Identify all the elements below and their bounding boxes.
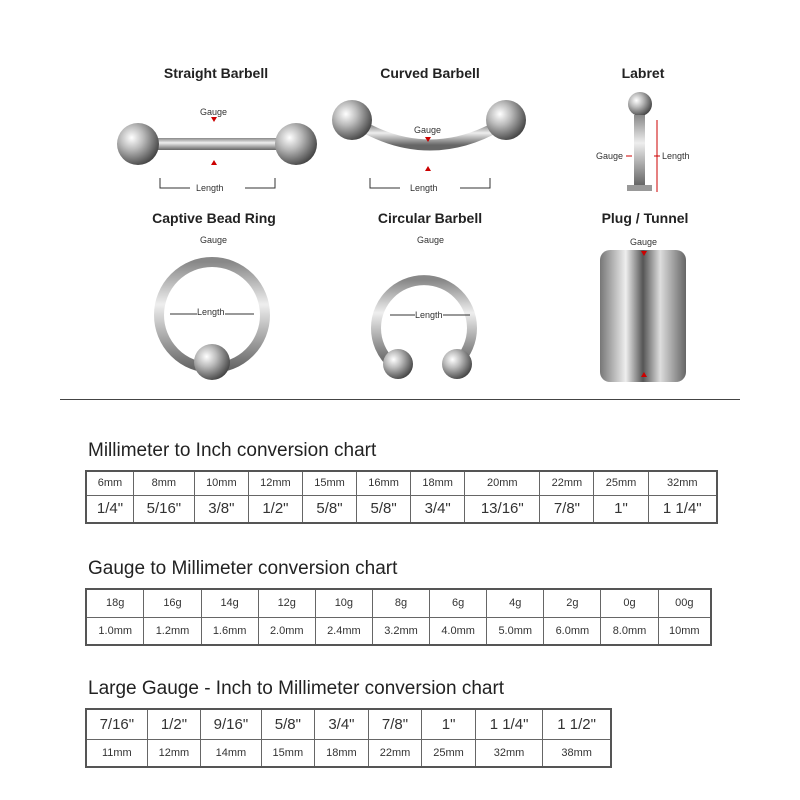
straight-barbell-image [117,117,317,189]
table-cell: 1/4" [85,494,134,524]
diagram-title-labret: Labret [621,65,665,81]
diagram-title-circular-barbell: Circular Barbell [377,210,483,226]
table-cell: 18mm [410,470,466,496]
circular-barbell-image [371,275,477,379]
mm-to-inch-title: Millimeter to Inch conversion chart [88,440,377,461]
jewelry-diagrams [117,92,686,382]
plug-tunnel-image [600,250,686,382]
table-cell: 22mm [539,470,595,496]
table-cell: 5.0mm [486,616,545,646]
table-cell: 16mm [356,470,412,496]
gauge-label: Gauge [200,107,228,117]
table-cell: 1.0mm [85,616,145,646]
table-cell: 32mm [647,470,718,496]
gauge-label: Gauge [417,235,445,245]
table-cell: 1.6mm [200,616,259,646]
large-gauge-table: 7/16"1/2"9/16"5/8"3/4"7/8"1"1 1/4"1 1/2"… [85,708,612,768]
table-cell: 12g [257,588,316,618]
large-gauge-title: Large Gauge - Inch to Millimeter convers… [88,678,505,699]
table-cell: 5/8" [301,494,358,524]
table-cell: 9/16" [200,708,262,740]
table-cell: 1/2" [146,708,202,740]
length-label: Length [196,183,224,193]
table-cell: 7/8" [367,708,423,740]
table-cell: 4g [486,588,545,618]
gauge-label: Gauge [630,237,658,247]
table-cell: 3/4" [410,494,466,524]
table-cell: 7/16" [85,708,148,740]
diagram-title-plug-tunnel: Plug / Tunnel [601,210,689,226]
gauge-to-mm-title: Gauge to Millimeter conversion chart [88,558,398,579]
table-cell: 2.4mm [314,616,373,646]
table-cell: 3/8" [193,494,249,524]
table-cell: 10mm [193,470,249,496]
table-cell: 25mm [421,738,476,768]
diagram-title-straight-barbell: Straight Barbell [163,65,269,81]
table-cell: 5/16" [132,494,195,524]
table-cell: 25mm [593,470,649,496]
table-cell: 6.0mm [543,616,602,646]
table-cell: 3/4" [314,708,369,740]
table-cell: 1 1/2" [542,708,612,740]
diagram-title-captive-bead-ring: Captive Bead Ring [152,210,276,226]
table-cell: 5/8" [356,494,412,524]
table-cell: 13/16" [464,494,541,524]
table-cell: 6g [429,588,488,618]
table-cell: 14mm [200,738,262,768]
table-cell: 18g [85,588,145,618]
table-cell: 4.0mm [429,616,488,646]
table-cell: 1 1/4" [474,708,544,740]
table-cell: 1.2mm [143,616,202,646]
table-cell: 22mm [367,738,423,768]
table-row: 7/16"1/2"9/16"5/8"3/4"7/8"1"1 1/4"1 1/2" [85,708,612,740]
table-cell: 14g [200,588,259,618]
table-cell: 2g [543,588,602,618]
table-cell: 11mm [85,738,148,768]
gauge-label: Gauge [200,235,228,245]
table-cell: 20mm [464,470,541,496]
table-cell: 12mm [247,470,303,496]
table-cell: 1/2" [247,494,303,524]
table-cell: 12mm [146,738,202,768]
length-label: Length [197,307,225,317]
table-cell: 1 1/4" [647,494,718,524]
table-cell: 15mm [301,470,358,496]
table-cell: 1" [421,708,476,740]
table-cell: 8mm [132,470,195,496]
table-cell: 5/8" [260,708,316,740]
table-cell: 8.0mm [600,616,659,646]
diagram-title-curved-barbell: Curved Barbell [380,65,480,81]
table-cell: 2.0mm [257,616,316,646]
table-cell: 3.2mm [371,616,431,646]
captive-bead-ring-image [154,257,270,380]
table-cell: 7/8" [539,494,595,524]
table-cell: 10g [314,588,373,618]
table-cell: 1" [593,494,649,524]
table-row: 1/4"5/16"3/8"1/2"5/8"5/8"3/4"13/16"7/8"1… [85,494,718,524]
gauge-label: Gauge [414,125,442,135]
length-label: Length [410,183,438,193]
section-divider [60,399,740,400]
table-cell: 8g [371,588,431,618]
gauge-label: Gauge [596,151,624,161]
table-cell: 38mm [542,738,612,768]
table-cell: 10mm [657,616,712,646]
table-cell: 00g [657,588,712,618]
curved-barbell-image [332,100,526,189]
length-label: Length [662,151,690,161]
table-cell: 18mm [314,738,369,768]
table-cell: 16g [143,588,202,618]
table-cell: 32mm [474,738,544,768]
labret-image [626,92,660,192]
table-cell: 6mm [85,470,134,496]
length-label: Length [415,310,443,320]
table-cell: 0g [600,588,659,618]
table-cell: 15mm [260,738,316,768]
